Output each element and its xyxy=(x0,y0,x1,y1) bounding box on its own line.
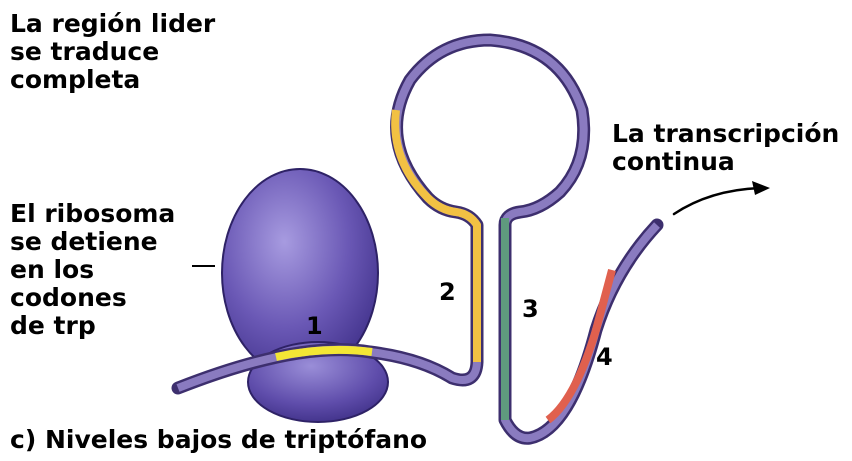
ribosome-label: El ribosoma se detiene en los codones de… xyxy=(10,200,175,340)
leader-region-label: La región lider se traduce completa xyxy=(10,10,215,94)
transcription-label: La transcripción continua xyxy=(612,120,839,176)
leader-region-line: La región lider xyxy=(10,10,215,38)
figure-caption: c) Niveles bajos de triptófano xyxy=(10,425,427,454)
region-number-1: 1 xyxy=(306,312,323,340)
region-number-2: 2 xyxy=(439,278,456,306)
ribosome-line: de trp xyxy=(10,312,175,340)
arrow-head-icon xyxy=(752,181,770,195)
region-2-segment xyxy=(395,110,477,362)
region-number-4: 4 xyxy=(596,343,613,371)
transcription-line: continua xyxy=(612,148,839,176)
ribosome-line: El ribosoma xyxy=(10,200,175,228)
ribosome-line: en los xyxy=(10,256,175,284)
region-number-3: 3 xyxy=(522,295,539,323)
leader-region-line: se traduce xyxy=(10,38,215,66)
ribosome-line: codones xyxy=(10,284,175,312)
transcription-line: La transcripción xyxy=(612,120,839,148)
leader-region-line: completa xyxy=(10,66,215,94)
ribosome-line: se detiene xyxy=(10,228,175,256)
